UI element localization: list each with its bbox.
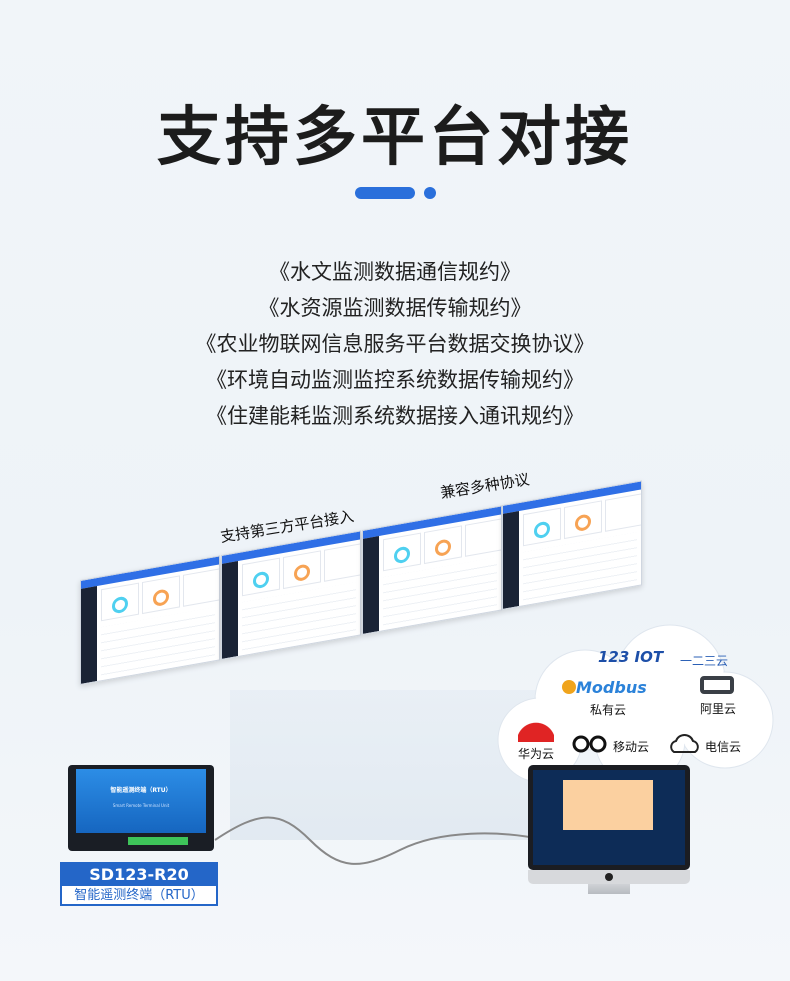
multi-protocol-label: 兼容多种协议	[439, 470, 531, 503]
monitor-stand	[588, 884, 630, 894]
product-model: SD123-R20	[62, 864, 216, 886]
page-title: 支持多平台对接	[157, 101, 633, 175]
monitor-chin	[528, 870, 690, 884]
screen-map	[563, 780, 653, 830]
dashboard-screenshot	[362, 505, 502, 635]
mobile-cloud-icon	[572, 735, 607, 753]
rtu-device: 智能遥测终端（RTU） Smart Remote Terminal Unit	[68, 765, 214, 851]
dashboard-screenshot	[80, 555, 220, 685]
device-face: 智能遥测终端（RTU） Smart Remote Terminal Unit	[76, 769, 206, 833]
protocol-item: 《环境自动监测监控系统数据传输规约》	[206, 368, 584, 392]
dashboard-screenshot	[502, 480, 642, 610]
aliyun-icon	[700, 676, 734, 694]
terminal-block	[128, 837, 188, 845]
telecom-cloud-icon	[670, 734, 699, 753]
apple-logo-icon	[605, 873, 613, 881]
iot123-logo: 123 IOT	[598, 648, 664, 666]
device-face-subtitle: Smart Remote Terminal Unit	[112, 803, 170, 808]
modbus-logo: Modbus	[576, 678, 647, 697]
city-background	[230, 690, 550, 840]
modbus-private-cloud: 私有云	[590, 703, 627, 717]
monitor-screen	[533, 770, 685, 865]
decor-dot	[424, 187, 436, 199]
telecom-cloud-label: 电信云	[705, 740, 742, 754]
device-face-title: 智能遥测终端（RTU）	[110, 787, 172, 794]
protocol-item: 《水文监测数据通信规约》	[269, 260, 521, 284]
cable	[214, 816, 546, 865]
iot123-label: 一二三云	[680, 654, 729, 668]
protocol-item: 《农业物联网信息服务平台数据交换协议》	[195, 332, 595, 356]
monitor	[528, 765, 690, 870]
product-label: SD123-R20 智能遥测终端（RTU）	[60, 862, 218, 906]
protocol-list: 《水文监测数据通信规约》 《水资源监测数据传输规约》 《农业物联网信息服务平台数…	[0, 254, 790, 434]
huawei-icon	[518, 716, 554, 742]
product-type: 智能遥测终端（RTU）	[74, 888, 204, 903]
dashboard-screenshot	[221, 530, 361, 660]
decor-pill	[355, 187, 415, 199]
aliyun-label: 阿里云	[700, 702, 737, 716]
modbus-icon	[562, 680, 576, 694]
huawei-label: 华为云	[518, 747, 555, 761]
protocol-item: 《住建能耗监测系统数据接入通讯规约》	[206, 404, 584, 428]
protocol-item: 《水资源监测数据传输规约》	[258, 296, 532, 320]
mobile-cloud-label: 移动云	[613, 740, 650, 754]
